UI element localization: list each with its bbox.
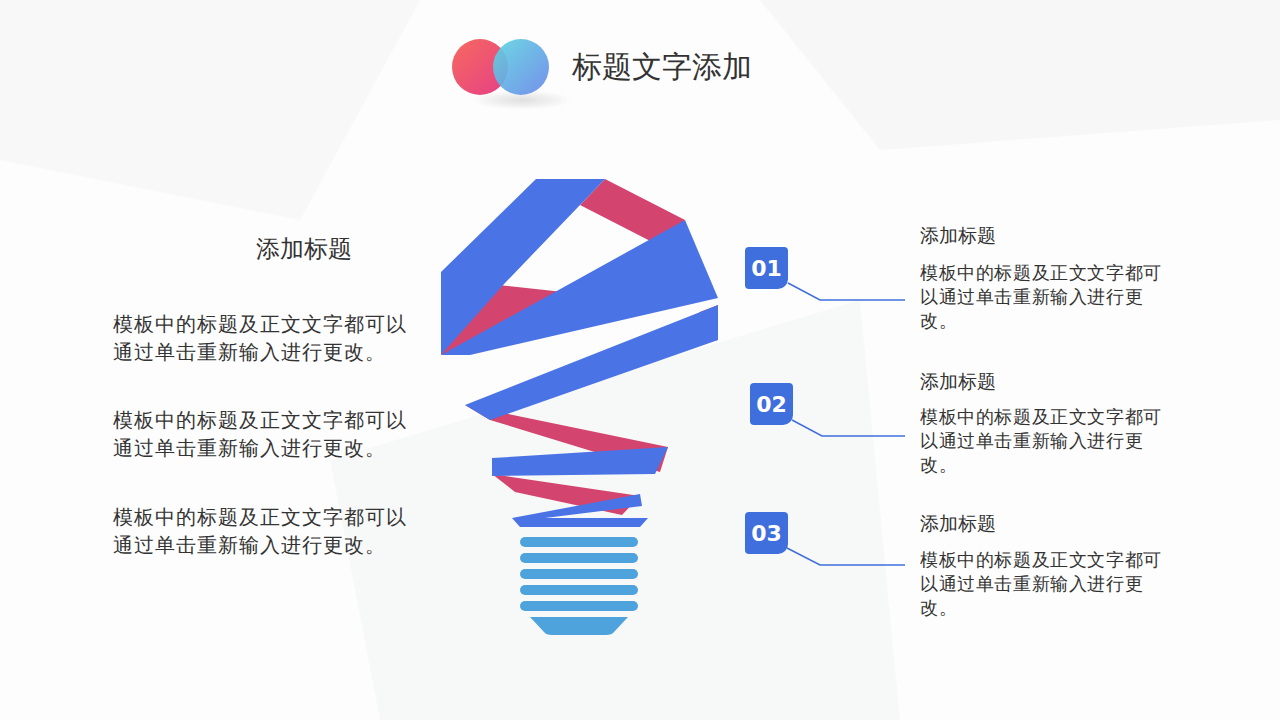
number-box: 03 <box>745 512 788 554</box>
body-text: 模板中的标题及正文文字都可以通过单击重新输入进行更改。 <box>920 548 1175 620</box>
bulb-base <box>520 537 638 635</box>
base-stripe <box>520 537 638 547</box>
title-badge <box>452 39 572 110</box>
base-stripe <box>520 569 638 579</box>
ribbon-blue <box>512 494 642 518</box>
leader-line <box>788 283 905 300</box>
number-box: 01 <box>745 247 788 289</box>
ribbon-blue <box>465 305 718 420</box>
leader-line <box>792 420 905 436</box>
leader-line <box>787 548 905 565</box>
body-text: 模板中的标题及正文文字都可以通过单击重新输入进行更改。 <box>920 405 1175 477</box>
body-text: 模板中的标题及正文文字都可以通过单击重新输入进行更改。 <box>920 261 1175 333</box>
base-tip <box>530 617 628 635</box>
base-stripe <box>520 601 638 611</box>
bg-facet <box>760 0 1280 150</box>
section-heading: 添加标题 <box>256 233 352 265</box>
slide-title: 标题文字添加 <box>572 47 752 87</box>
bg-facet <box>330 300 900 720</box>
bg-facet <box>0 0 420 220</box>
bulb-ribbon <box>441 179 718 527</box>
leader-lines <box>787 283 905 565</box>
callout-number: 02 <box>756 392 787 417</box>
ribbon-blue <box>492 447 668 476</box>
body-text: 模板中的标题及正文文字都可以通过单击重新输入进行更改。 <box>113 406 413 462</box>
body-text: 模板中的标题及正文文字都可以通过单击重新输入进行更改。 <box>113 310 413 366</box>
callout-number: 01 <box>751 256 782 281</box>
base-stripe <box>520 553 638 563</box>
badge-circle <box>493 39 549 95</box>
item-heading: 添加标题 <box>920 368 996 394</box>
bulb-collar <box>512 518 648 527</box>
base-stripe <box>520 585 638 595</box>
callout-number: 03 <box>751 521 782 546</box>
number-box: 02 <box>750 383 793 425</box>
item-heading: 添加标题 <box>920 510 996 536</box>
body-text: 模板中的标题及正文文字都可以通过单击重新输入进行更改。 <box>113 503 413 559</box>
item-heading: 添加标题 <box>920 222 996 248</box>
